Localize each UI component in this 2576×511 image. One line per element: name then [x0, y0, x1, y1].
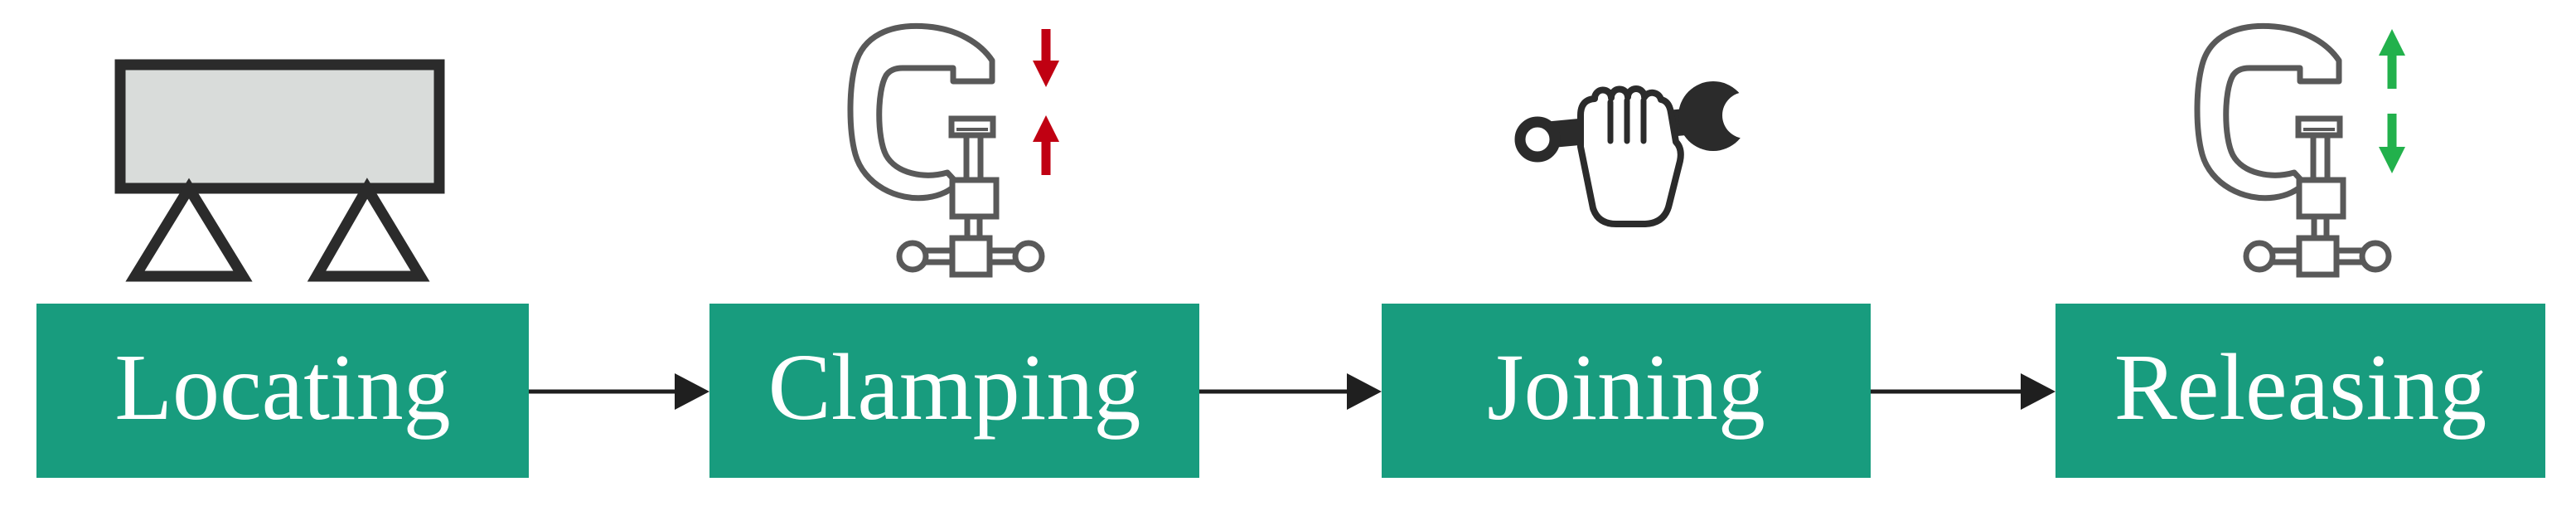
step-box-releasing: Releasing: [2055, 304, 2545, 478]
clamp-handle-ball-left: [896, 240, 929, 273]
red-arrow-up-head: [1033, 115, 1059, 142]
clamp-pad: [2295, 115, 2343, 139]
clamp-pad: [948, 115, 996, 139]
step-label: Locating: [114, 334, 451, 440]
locator-triangle-right: [307, 178, 430, 282]
releasing-arrows: [2379, 29, 2405, 173]
clamp-screw-upper: [2310, 132, 2331, 187]
arrow-joining-to-releasing: [1871, 367, 2055, 416]
step-box-joining: Joining: [1382, 304, 1871, 478]
locating-icon: [108, 52, 456, 289]
green-arrow-down-head: [2379, 147, 2405, 173]
clamp-handle-block: [949, 235, 993, 278]
clamp-frame: [847, 22, 995, 202]
locator-triangle-left: [125, 178, 253, 282]
step-label: Releasing: [2114, 334, 2487, 440]
c-clamp-release-icon: [2194, 22, 2405, 278]
c-clamp-icon: [847, 22, 1059, 278]
step-label: Joining: [1487, 334, 1765, 440]
clamp-boss: [949, 177, 1000, 220]
clamp-handle-block: [2296, 235, 2340, 278]
clamp-screw-upper: [963, 132, 984, 187]
clamp-handle-ball-right: [1012, 240, 1045, 273]
clamping-icon: [841, 21, 1065, 278]
releasing-icon: [2188, 21, 2412, 278]
green-arrow-up-head: [2379, 29, 2405, 56]
clamp-handle-ball-right: [2359, 240, 2392, 273]
right-arrow-icon: [529, 373, 709, 410]
step-label: Clamping: [767, 334, 1141, 440]
red-arrow-down-head: [1033, 61, 1059, 87]
clamp-boss: [2296, 177, 2346, 220]
right-arrow-icon: [1199, 373, 1382, 410]
fist: [1577, 85, 1684, 227]
arrow-locating-to-clamping: [529, 367, 709, 416]
clamp-frame: [2194, 22, 2342, 202]
wrench-jaw-mouth: [1722, 92, 1769, 139]
step-box-locating: Locating: [36, 304, 529, 478]
clamping-force-arrows: [1033, 29, 1059, 175]
joining-icon: [1504, 79, 1770, 236]
workpiece-rect: [114, 59, 445, 194]
hand-wrench-icon: [1514, 81, 1769, 227]
arrow-clamping-to-joining: [1199, 367, 1382, 416]
step-box-clamping: Clamping: [709, 304, 1199, 478]
clamp-handle-ball-left: [2243, 240, 2276, 273]
fist-finger-lines: [1607, 97, 1647, 144]
workpiece-on-locators-icon: [114, 59, 445, 282]
right-arrow-icon: [1871, 373, 2055, 410]
wrench-ring-end: [1514, 116, 1561, 163]
